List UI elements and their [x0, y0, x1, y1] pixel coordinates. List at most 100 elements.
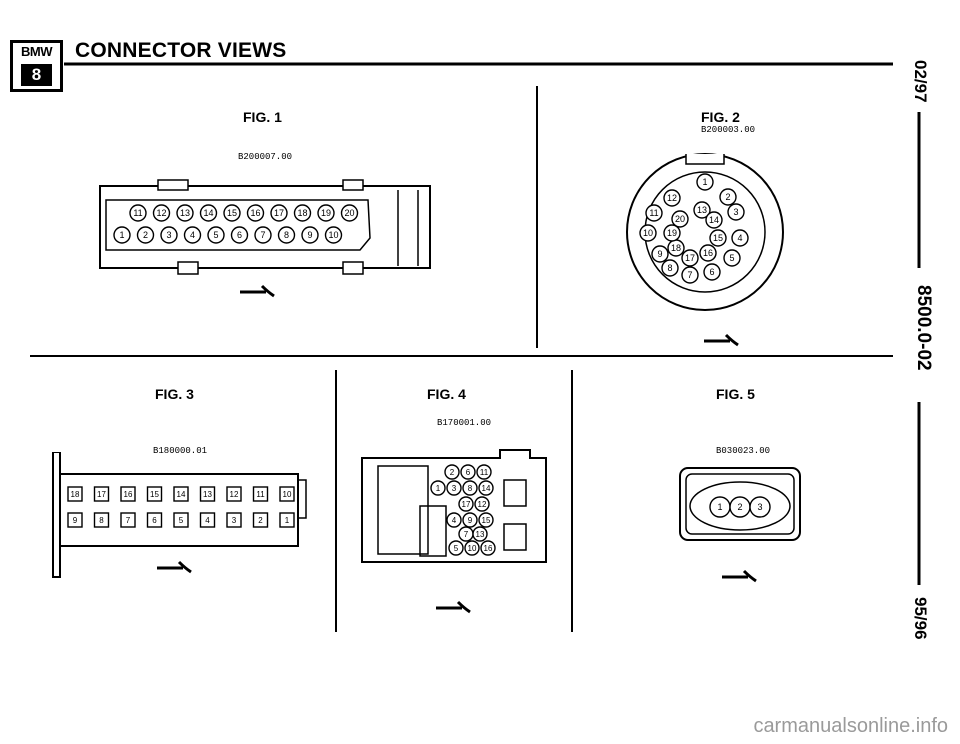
- fig4-pin-2: [444, 464, 460, 480]
- fig3-pin-label: 10: [283, 490, 292, 499]
- fig4-pin-13: [472, 526, 488, 542]
- fig2-pin-7: [681, 266, 699, 284]
- logo-text: BMW: [21, 44, 53, 59]
- fig1-pin-1: [113, 226, 131, 244]
- fig3-pin-label: 3: [232, 516, 237, 525]
- fig5-pin-label: 3: [757, 502, 762, 512]
- fig1-pin-label: 19: [321, 208, 331, 218]
- watermark: carmanualsonline.info: [753, 715, 948, 737]
- fig2-pin-label: 19: [667, 228, 677, 238]
- fig4-pin-10: [464, 540, 480, 556]
- fig2-pin-20: [671, 210, 689, 228]
- fig1-pin-label: 1: [119, 230, 124, 240]
- fig1-pin-label: 16: [250, 208, 260, 218]
- fig4-pin-label: 3: [452, 484, 457, 493]
- fig2-pin-label: 4: [737, 233, 742, 243]
- fig5-pin-label: 1: [717, 502, 722, 512]
- fig2-pin-label: 10: [643, 228, 653, 238]
- fig4-pin-15: [478, 512, 494, 528]
- fig2-pin-label: 17: [685, 253, 695, 263]
- fig3-pin-2: [252, 512, 269, 528]
- fig3-pin-label: 8: [99, 516, 104, 525]
- fig5-code: B030023.00: [716, 446, 771, 456]
- fig2-pin-10: [639, 224, 657, 242]
- fig3-pin-6: [146, 512, 163, 528]
- fig4-pin-label: 16: [484, 544, 493, 553]
- fig1-pin-label: 18: [297, 208, 307, 218]
- fig1-pin-4: [183, 226, 202, 244]
- date-top: 02/97: [911, 60, 930, 103]
- fig1-pin-13: [176, 204, 194, 222]
- fig1-pin-label: 10: [328, 230, 338, 240]
- bmw-logo: BMW 8: [10, 40, 63, 92]
- fig4-pin-label: 8: [468, 484, 473, 493]
- fig3-pin-label: 1: [285, 516, 290, 525]
- fig2-pin-label: 14: [709, 215, 719, 225]
- fig4-arrow-icon: [436, 600, 471, 614]
- fig3-pin-label: 11: [256, 490, 265, 499]
- page-number: 8500.0-02: [913, 285, 934, 371]
- fig3-pin-5: [173, 512, 189, 528]
- fig2-pin-12: [663, 189, 681, 207]
- fig4-pin-label: 9: [468, 516, 473, 525]
- fig1-pin-8: [277, 226, 296, 244]
- fig1-pin-label: 14: [203, 208, 213, 218]
- fig2-code: B200003.00: [701, 125, 756, 135]
- fig1-pin-11: [129, 204, 147, 222]
- fig2-pin-label: 7: [687, 270, 692, 280]
- fig2-pin-11: [645, 204, 663, 222]
- fig4-pin-9: [462, 512, 478, 528]
- fig3-pin-12: [226, 486, 242, 502]
- fig1-pin-label: 20: [344, 208, 354, 218]
- fig4-label: FIG. 4: [427, 386, 466, 402]
- fig3-pin-14: [173, 486, 189, 502]
- fig4-pin-label: 6: [466, 468, 471, 477]
- fig2-pin-4: [731, 229, 749, 247]
- fig2-pin-16: [699, 244, 717, 262]
- fig2-pin-9: [651, 245, 669, 263]
- fig2-pin-label: 13: [697, 205, 707, 215]
- fig5-pin-label: 2: [737, 502, 742, 512]
- fig3-pin-15: [146, 486, 163, 502]
- fig4-pin-label: 17: [462, 500, 471, 509]
- fig3-pin-16: [120, 486, 136, 502]
- fig4-pin-label: 2: [450, 468, 455, 477]
- fig4-pin-label: 12: [478, 500, 487, 509]
- fig4-pin-4: [446, 512, 462, 528]
- fig2-pin-15: [709, 229, 727, 247]
- fig1-pin-label: 8: [284, 230, 289, 240]
- fig3-pin-label: 7: [126, 516, 131, 525]
- fig3-pin-label: 14: [177, 490, 186, 499]
- fig4-pin-5: [448, 540, 464, 556]
- fig2-pin-label: 16: [703, 248, 713, 258]
- fig1-pin-17: [270, 204, 288, 222]
- fig4-pin-label: 10: [468, 544, 477, 553]
- fig3-pin-9: [67, 512, 83, 528]
- fig2-pin-1: [696, 173, 714, 191]
- fig3-pin-label: 13: [203, 490, 212, 499]
- fig2-pin-6: [703, 263, 721, 281]
- fig4-pin-label: 7: [464, 530, 469, 539]
- fig2-arrow-icon: [704, 333, 739, 347]
- fig3-pin-label: 18: [71, 490, 80, 499]
- fig1-pin-3: [160, 226, 178, 244]
- fig1-label: FIG. 1: [243, 109, 282, 125]
- fig4-pin-label: 5: [454, 544, 459, 553]
- fig1-pin-label: 4: [190, 230, 195, 240]
- fig1-pin-10: [324, 226, 343, 244]
- date-bottom: 95/96: [911, 597, 930, 640]
- fig3-pin-17: [93, 486, 110, 502]
- fig1-pin-label: 3: [166, 230, 171, 240]
- fig1-pin-label: 2: [143, 230, 148, 240]
- fig4-pin-label: 1: [436, 484, 441, 493]
- fig1-pin-5: [207, 226, 225, 244]
- fig3-pin-label: 15: [150, 490, 159, 499]
- fig4-pin-14: [478, 480, 494, 496]
- fig2-pin-17: [681, 249, 699, 267]
- fig4-pin-label: 15: [482, 516, 491, 525]
- fig3-pin-label: 5: [179, 516, 184, 525]
- fig4-pin-12: [474, 496, 490, 512]
